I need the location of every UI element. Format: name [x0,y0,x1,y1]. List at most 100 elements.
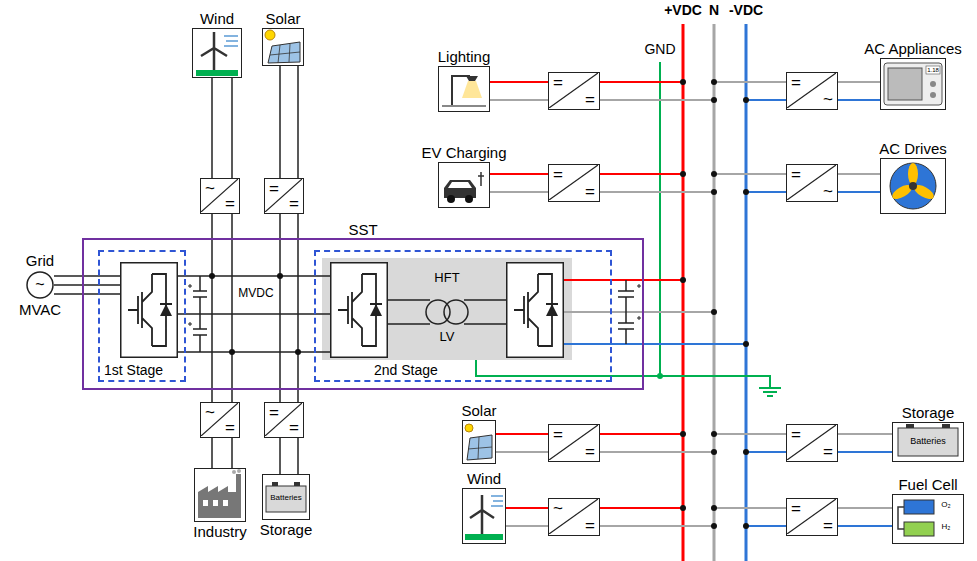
art-circle [680,171,686,177]
art-circle [277,273,283,279]
art-circle [711,505,717,511]
art-rect [465,534,503,540]
art-rect [223,500,228,506]
wire-line [506,525,548,527]
art-path [201,32,227,70]
sst-internals [98,258,746,360]
art-circle [930,92,936,98]
converter-box: == [548,72,600,110]
art-path [467,435,492,460]
converter-sign: = [553,74,563,91]
text-label: HFT [434,271,459,285]
art-path [270,44,300,63]
node-label: EV Charging [421,144,506,161]
converter-diagonal [549,165,598,200]
text-label: -VDC [729,3,763,18]
dc-buses [683,24,746,561]
grid-circle [27,272,53,298]
converter-sign: = [225,195,235,212]
wire-line [490,173,548,175]
wire-line [496,451,548,453]
art-rect [888,68,922,100]
wire-line [838,507,892,509]
converter-sign: = [791,166,801,183]
node-label: ~ [35,277,44,293]
art-path [212,214,298,402]
art-circle [743,97,749,103]
art-circle [265,30,275,40]
wire-connector [496,434,548,452]
source-icon: Fuel Cell [892,494,964,544]
wire-line [838,81,880,83]
converter-box: ~= [200,178,240,214]
wire-line [838,173,880,175]
converter-box: == [548,164,600,202]
junction-dots [209,79,749,529]
wire-connector [838,174,880,192]
art-circle [743,341,749,347]
art-path [491,496,503,506]
art-use [331,263,388,358]
art-path [759,388,781,396]
converter-sign: ~ [823,183,833,200]
wind-icon-2 [465,495,503,540]
battery-icon-2 [898,424,958,456]
wire-line [838,191,880,193]
node-label: Industry [193,523,246,540]
art-path [478,172,484,186]
wire-connector [212,438,232,468]
art-circle [680,277,686,283]
art-path [224,36,238,46]
art-path [98,276,120,294]
node-label: Wind [200,10,234,27]
art-path [564,279,683,281]
art-circle [465,424,473,432]
art-line [713,24,716,561]
wire-connector [838,82,880,100]
wire-line [54,284,98,286]
node-label: AC Appliances [864,40,962,57]
text-label: GND [644,42,675,57]
art-line [745,24,748,561]
wire-line [297,438,299,474]
converter-box: =~ [786,72,838,110]
wire-line [838,525,892,527]
wire-line [496,433,548,435]
converter-sign: ~ [823,91,833,108]
art-circle [711,189,717,195]
art-path [600,82,683,508]
converter-box: == [786,424,838,462]
art-rect [904,500,934,514]
art-path [388,300,506,324]
art-rect [322,258,572,360]
wire-line [211,78,213,178]
art-circle [209,273,215,279]
converter-box: =~ [786,164,838,202]
wire-connector [490,82,548,100]
converter-diagonal [787,165,836,200]
art-circle [930,81,936,87]
art-path [198,474,241,518]
art-line [682,24,685,561]
art-circle [295,349,301,355]
art-rect [904,522,934,536]
art-rect [266,486,306,512]
art-circle [743,189,749,195]
industry-icon [198,469,241,518]
art-rect [942,424,950,428]
converter-sign: = [791,74,801,91]
node-label: 1st Stage [104,362,163,378]
art-circle [465,195,473,203]
load-icon: Lighting [438,66,490,112]
wire-connector [54,276,98,294]
converter-sign: ~ [205,180,215,197]
art-circle [711,79,717,85]
art-use [121,263,178,358]
art-path [268,42,300,63]
node-label: Storage [902,404,955,421]
wire-line [211,438,213,468]
wire-line [231,438,233,468]
art-circle [711,523,717,529]
